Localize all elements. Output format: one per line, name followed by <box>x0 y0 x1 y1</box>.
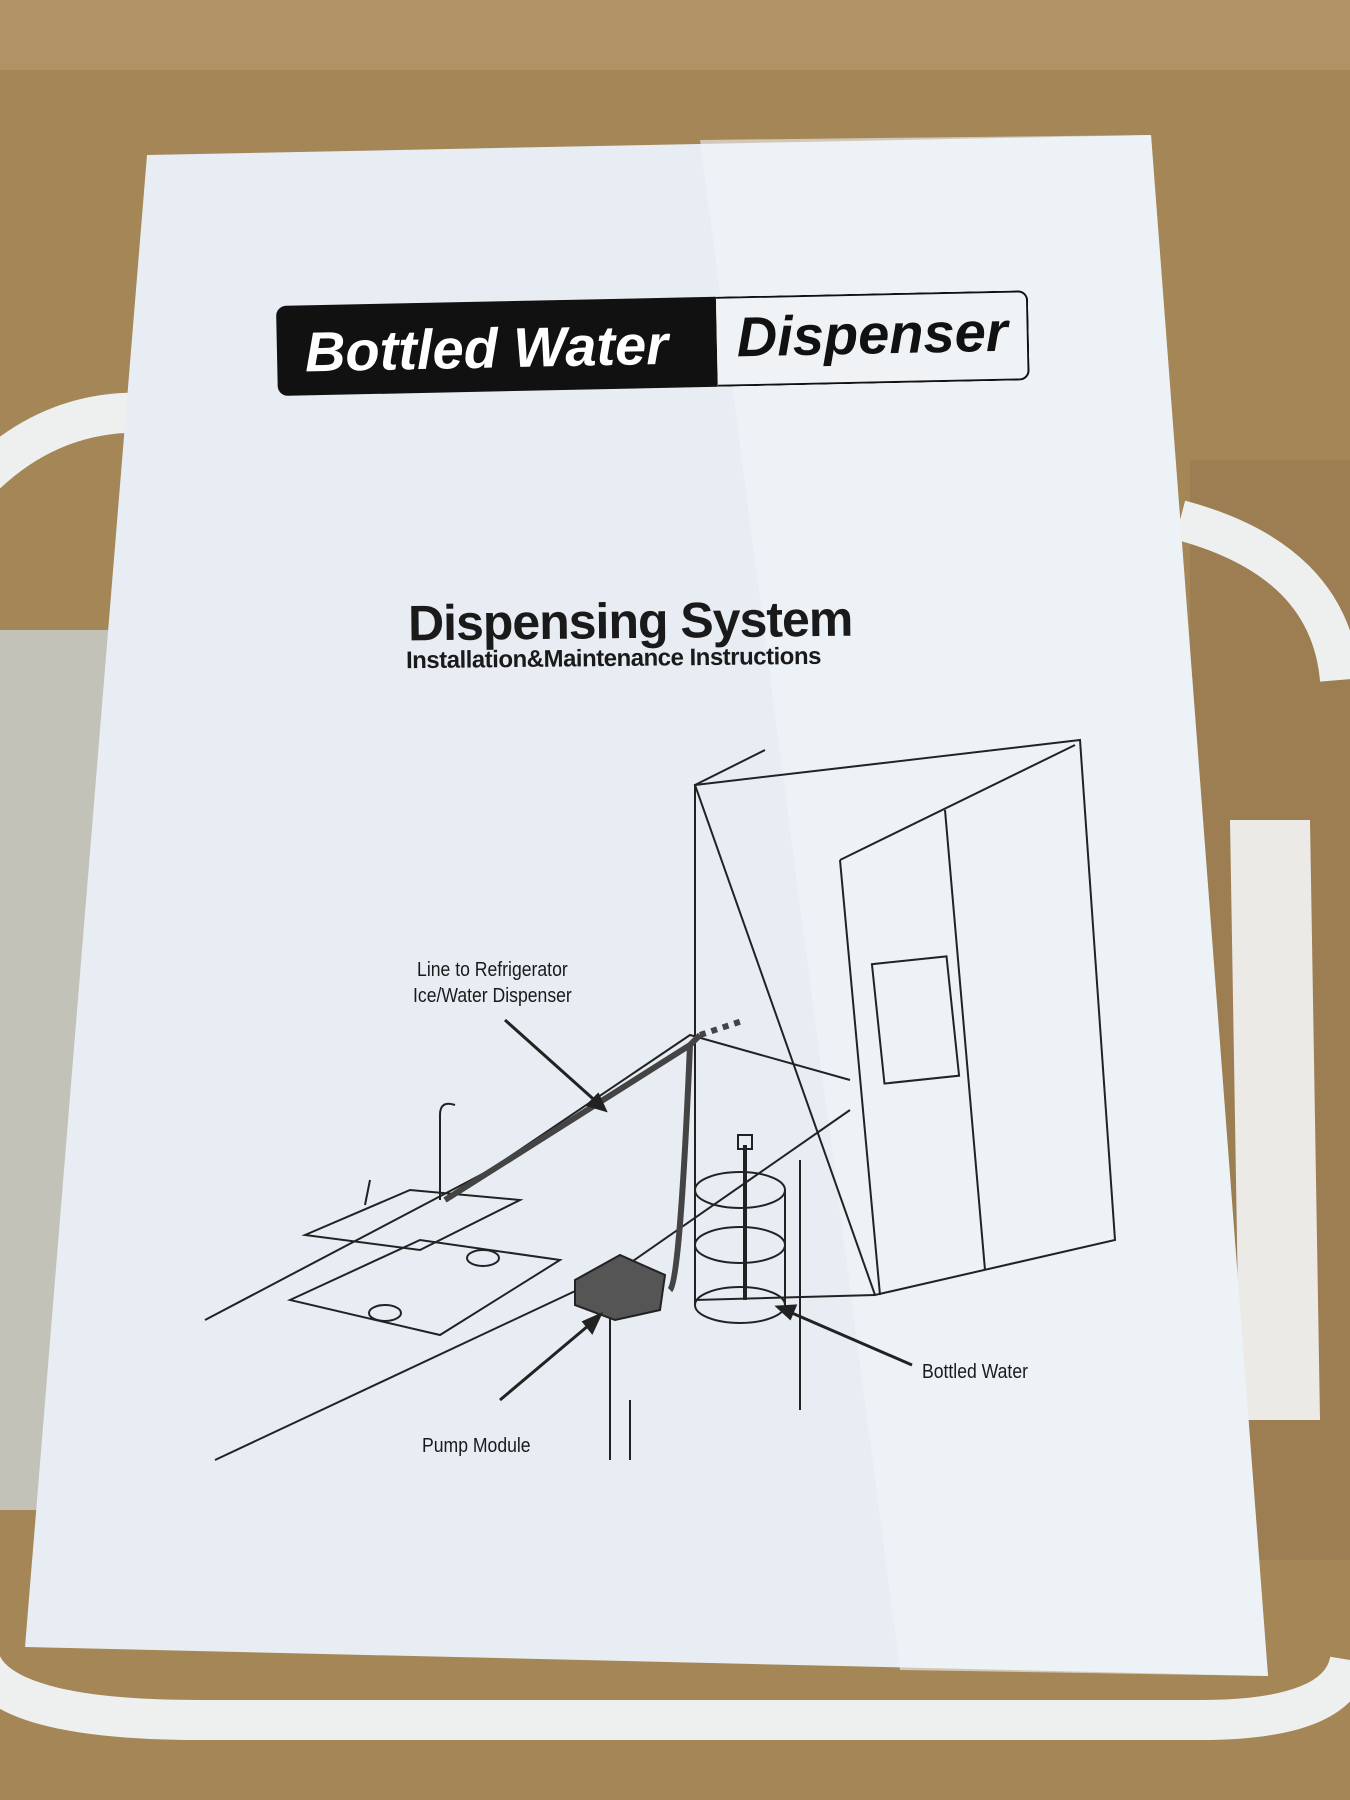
label-line-to-refrigerator: Line to Refrigerator Ice/Water Dispenser <box>413 957 572 1009</box>
label-bottled-water: Bottled Water <box>922 1361 1028 1383</box>
water-bottle <box>694 1134 786 1324</box>
counter-and-sink <box>204 1033 851 1461</box>
box-insert <box>1230 820 1320 1420</box>
label-line-1: Line to Refrigerator <box>417 959 568 981</box>
label-line-2: Ice/Water Dispenser <box>413 985 572 1007</box>
callout-arrows <box>499 1018 913 1402</box>
pump-module <box>574 1253 667 1322</box>
refrigerator <box>693 738 1117 1302</box>
label-pump-module: Pump Module <box>422 1435 531 1457</box>
water-line <box>443 1017 746 1293</box>
